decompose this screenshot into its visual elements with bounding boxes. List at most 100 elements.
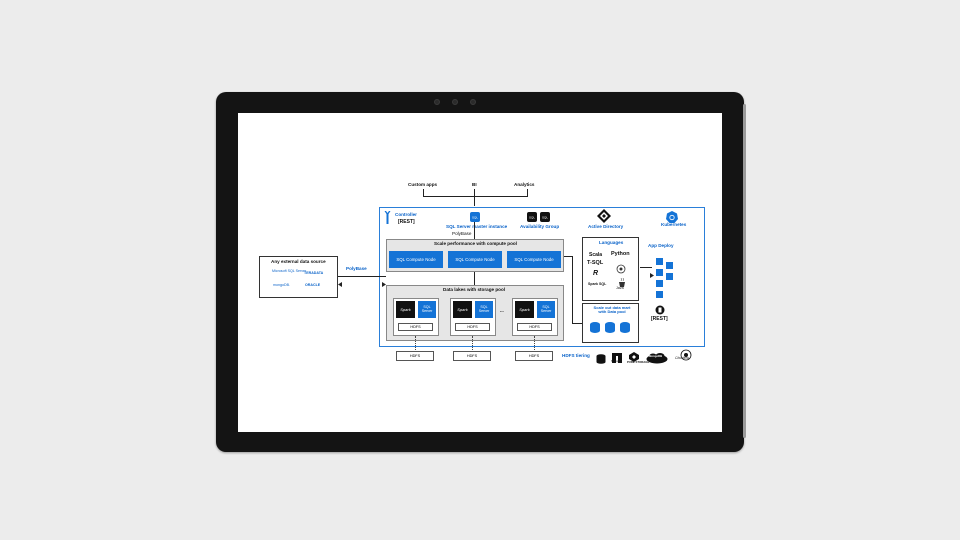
app-block-icon: [656, 258, 663, 265]
connector: [474, 222, 475, 239]
storage-vendor-icon: [596, 351, 606, 369]
app-block-icon: [656, 291, 663, 298]
pure-storage-logo: PURE STORAGE: [627, 360, 650, 364]
controller-label: Controller: [395, 212, 417, 217]
kubernetes-label: Kubernetes: [661, 222, 687, 227]
data-pool-title: Scale out data mart with Data pool: [593, 305, 631, 315]
languages-title: Languages: [599, 240, 624, 245]
netapp-icon: [612, 350, 622, 368]
spark-sql-logo: Spark SQL: [588, 282, 607, 286]
server-label: Server: [540, 308, 552, 313]
tablet-edge: [743, 104, 746, 438]
languages-box: [582, 237, 639, 301]
input-custom-apps: Custom apps: [408, 182, 438, 187]
connector: [527, 189, 528, 196]
sql-label: SQL: [480, 304, 488, 309]
app-deploy-rest: [REST]: [651, 316, 668, 322]
compute-node: SQL Compute Node: [389, 251, 443, 268]
input-analytics: Analytics: [514, 182, 535, 187]
java-logo: Java: [616, 286, 624, 290]
connector: [423, 189, 424, 196]
connector: [640, 267, 652, 268]
jupyter-icon: [616, 261, 626, 279]
app-block-icon: [666, 273, 673, 280]
app-deploy-title: App Deploy: [648, 243, 674, 248]
connector: [572, 256, 573, 323]
dotted-link: [472, 336, 473, 350]
spark-node: Spark: [396, 301, 415, 318]
external-source-title: Any external data source: [271, 259, 326, 264]
mongodb-vendor-logo: MongoDB: [649, 354, 663, 358]
database-cylinder-icon: [620, 322, 630, 333]
mongodb-logo: mongoDB.: [273, 283, 290, 287]
compute-node: SQL Compute Node: [507, 251, 561, 268]
pure-storage-icon: [629, 349, 639, 367]
cluster-frame: [379, 207, 705, 347]
ellipsis: ...: [500, 308, 504, 313]
app-icon: [655, 302, 665, 320]
external-hdfs: HDFS: [396, 351, 434, 361]
tsql-logo: T-SQL: [587, 260, 604, 266]
hdfs-node: HDFS: [398, 323, 433, 331]
wrench-icon: [384, 211, 391, 229]
connector: [423, 196, 528, 197]
connector: [564, 256, 573, 257]
polybase-connector: [338, 276, 386, 277]
availability-group-label: Availability Group: [520, 224, 560, 229]
server-label: Server: [421, 308, 433, 313]
hdfs-node: HDFS: [517, 323, 552, 331]
oracle-logo: ORACLE: [305, 283, 321, 287]
storage-pool-title: Data lakes with storage pool: [443, 287, 506, 292]
camera-icon: [434, 99, 440, 105]
compute-pool-title: Scale performance with compute pool: [434, 241, 517, 246]
dotted-link: [534, 336, 535, 350]
external-data-source: [259, 256, 338, 298]
dotted-link: [415, 336, 416, 350]
external-hdfs: HDFS: [453, 351, 491, 361]
teradata-logo: TERADATA: [304, 271, 324, 275]
java-cup-icon: [618, 275, 626, 293]
spark-node: Spark: [515, 301, 534, 318]
svg-text:SQL: SQL: [542, 216, 548, 220]
external-hdfs: HDFS: [515, 351, 553, 361]
app-block-icon: [656, 280, 663, 287]
database-pair-icon: SQL SQL: [527, 210, 551, 228]
svg-text:SQL: SQL: [529, 216, 535, 220]
compute-node: SQL Compute Node: [448, 251, 502, 268]
active-directory-icon: [597, 209, 611, 228]
python-logo: Python: [611, 251, 630, 257]
connector: [474, 272, 475, 285]
connector: [474, 189, 475, 206]
controller-rest: [REST]: [398, 219, 415, 225]
cloudera-logo: Cloudera: [675, 356, 689, 360]
diagram-screen: Custom apps BI Analytics Controller [RES…: [238, 113, 722, 432]
r-logo: R: [593, 270, 599, 277]
master-instance-label: SQL Server master instance: [446, 224, 508, 229]
svg-text:SQL: SQL: [472, 216, 478, 220]
app-block-icon: [656, 269, 663, 276]
arrow-right-icon: [650, 265, 654, 283]
hdfs-node: HDFS: [455, 323, 490, 331]
kubernetes-icon: [666, 210, 678, 228]
polybase-label: PolyBase: [452, 231, 472, 236]
polybase-link-label: PolyBase: [346, 266, 367, 271]
spark-node: Spark: [453, 301, 472, 318]
hdfs-tiering-label: HDFS tiering: [562, 353, 590, 358]
sensor-icon: [452, 99, 458, 105]
app-block-icon: [666, 262, 673, 269]
database-cylinder-icon: [605, 322, 615, 333]
sql-label: SQL: [542, 304, 550, 309]
sql-label: SQL: [423, 304, 431, 309]
arrow-right-icon: [382, 274, 386, 292]
sql-server-logo: Microsoft SQL Server: [272, 269, 307, 273]
database-cylinder-icon: [590, 322, 600, 333]
camera-icon: [470, 99, 476, 105]
netapp-logo: NetApp: [611, 360, 620, 363]
input-bi: BI: [472, 182, 477, 187]
database-icon: SQL: [470, 210, 480, 228]
cloudera-icon: [676, 349, 696, 368]
mongodb-cloud-icon: [646, 351, 668, 369]
